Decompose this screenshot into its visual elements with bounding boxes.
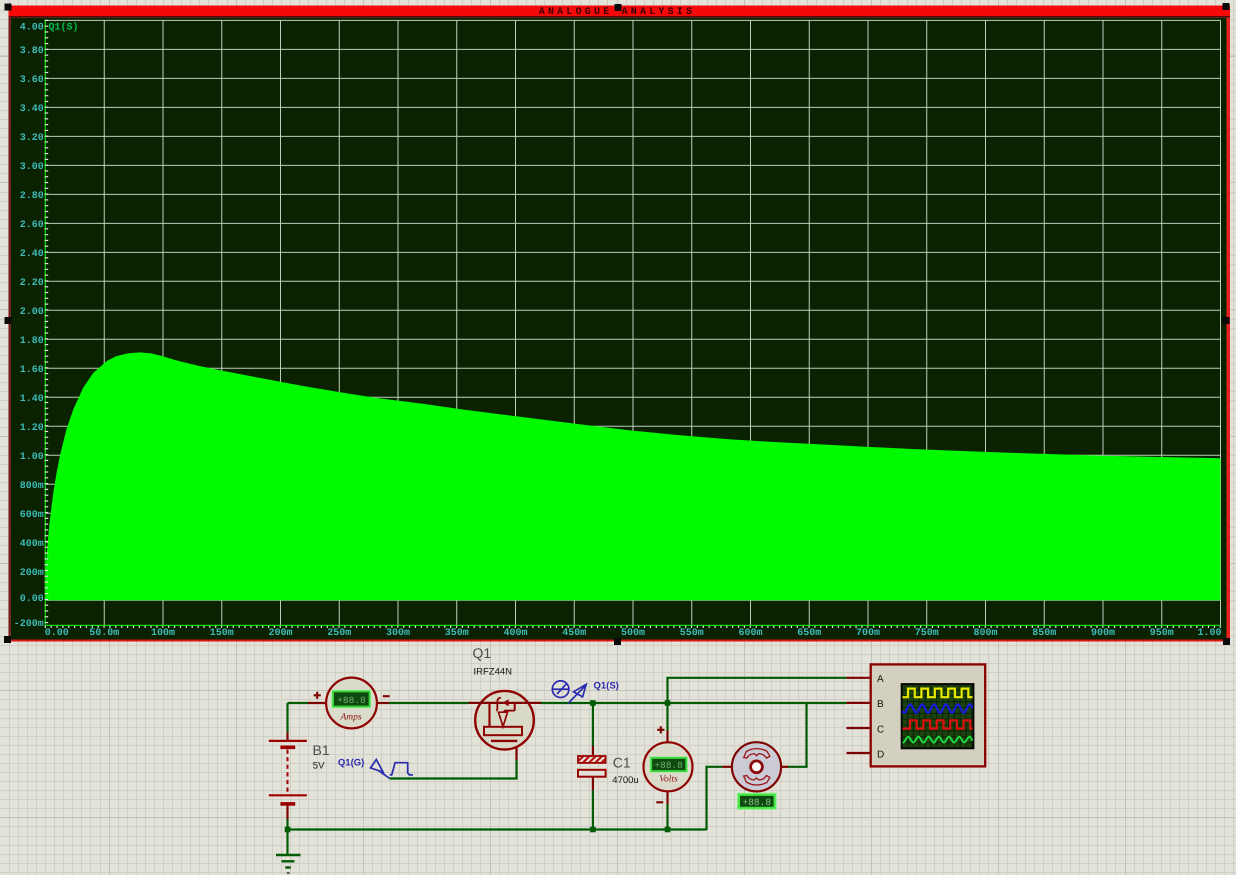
svg-text:Amps: Amps <box>339 713 361 723</box>
svg-text:3.60: 3.60 <box>20 75 44 86</box>
svg-text:Q1(G): Q1(G) <box>338 757 364 768</box>
svg-text:Q1(S): Q1(S) <box>594 680 619 691</box>
svg-text:+88.8: +88.8 <box>654 760 683 771</box>
svg-text:Q1(S): Q1(S) <box>49 22 79 34</box>
svg-text:2.60: 2.60 <box>20 220 44 231</box>
svg-text:250m: 250m <box>327 628 351 639</box>
svg-text:IRFZ44N: IRFZ44N <box>474 667 513 678</box>
svg-text:400m: 400m <box>20 539 44 550</box>
svg-text:800m: 800m <box>973 628 997 639</box>
svg-text:2.80: 2.80 <box>20 191 44 202</box>
svg-text:Q1: Q1 <box>473 645 492 661</box>
svg-text:900m: 900m <box>1091 628 1115 639</box>
svg-text:300m: 300m <box>386 628 410 639</box>
svg-text:B: B <box>877 699 884 710</box>
svg-text:1.60: 1.60 <box>20 365 44 376</box>
svg-text:3.20: 3.20 <box>20 133 44 144</box>
svg-text:150m: 150m <box>210 628 234 639</box>
svg-text:550m: 550m <box>680 628 704 639</box>
svg-text:850m: 850m <box>1032 628 1056 639</box>
svg-text:950m: 950m <box>1150 628 1174 639</box>
svg-text:+88.8: +88.8 <box>743 797 772 808</box>
svg-text:750m: 750m <box>915 628 939 639</box>
svg-text:1.40: 1.40 <box>20 394 44 405</box>
svg-text:100m: 100m <box>151 628 175 639</box>
svg-text:700m: 700m <box>856 628 880 639</box>
svg-text:2.40: 2.40 <box>20 249 44 260</box>
svg-text:600m: 600m <box>20 510 44 521</box>
svg-text:-200m: -200m <box>14 619 44 630</box>
svg-text:3.80: 3.80 <box>20 46 44 57</box>
svg-text:50.0m: 50.0m <box>89 628 119 639</box>
svg-text:4.00: 4.00 <box>20 23 44 34</box>
svg-text:200m: 200m <box>20 568 44 579</box>
svg-text:400m: 400m <box>503 628 527 639</box>
svg-text:0.00: 0.00 <box>45 628 69 639</box>
svg-text:200m: 200m <box>268 628 292 639</box>
svg-text:C1: C1 <box>613 754 631 770</box>
svg-text:650m: 650m <box>797 628 821 639</box>
svg-text:500m: 500m <box>621 628 645 639</box>
svg-text:800m: 800m <box>20 481 44 492</box>
svg-text:600m: 600m <box>738 628 762 639</box>
svg-text:Volts: Volts <box>659 775 678 785</box>
svg-text:A: A <box>877 674 884 685</box>
svg-text:450m: 450m <box>562 628 586 639</box>
svg-text:3.00: 3.00 <box>20 162 44 173</box>
svg-text:350m: 350m <box>445 628 469 639</box>
svg-text:1.00: 1.00 <box>20 452 44 463</box>
svg-text:C: C <box>877 725 884 736</box>
svg-text:2.20: 2.20 <box>20 278 44 289</box>
svg-text:1.20: 1.20 <box>20 423 44 434</box>
svg-text:D: D <box>877 750 884 761</box>
svg-text:4700u: 4700u <box>612 775 638 786</box>
svg-text:B1: B1 <box>313 742 330 758</box>
svg-text:0.00: 0.00 <box>20 594 44 605</box>
svg-text:1.80: 1.80 <box>20 336 44 347</box>
svg-text:2.00: 2.00 <box>20 307 44 318</box>
svg-text:5V: 5V <box>313 761 325 772</box>
svg-text:+88.8: +88.8 <box>337 695 366 706</box>
svg-text:1.00: 1.00 <box>1197 628 1221 639</box>
svg-text:ANALOGUE ANALYSIS: ANALOGUE ANALYSIS <box>539 7 695 18</box>
svg-text:3.40: 3.40 <box>20 104 44 115</box>
